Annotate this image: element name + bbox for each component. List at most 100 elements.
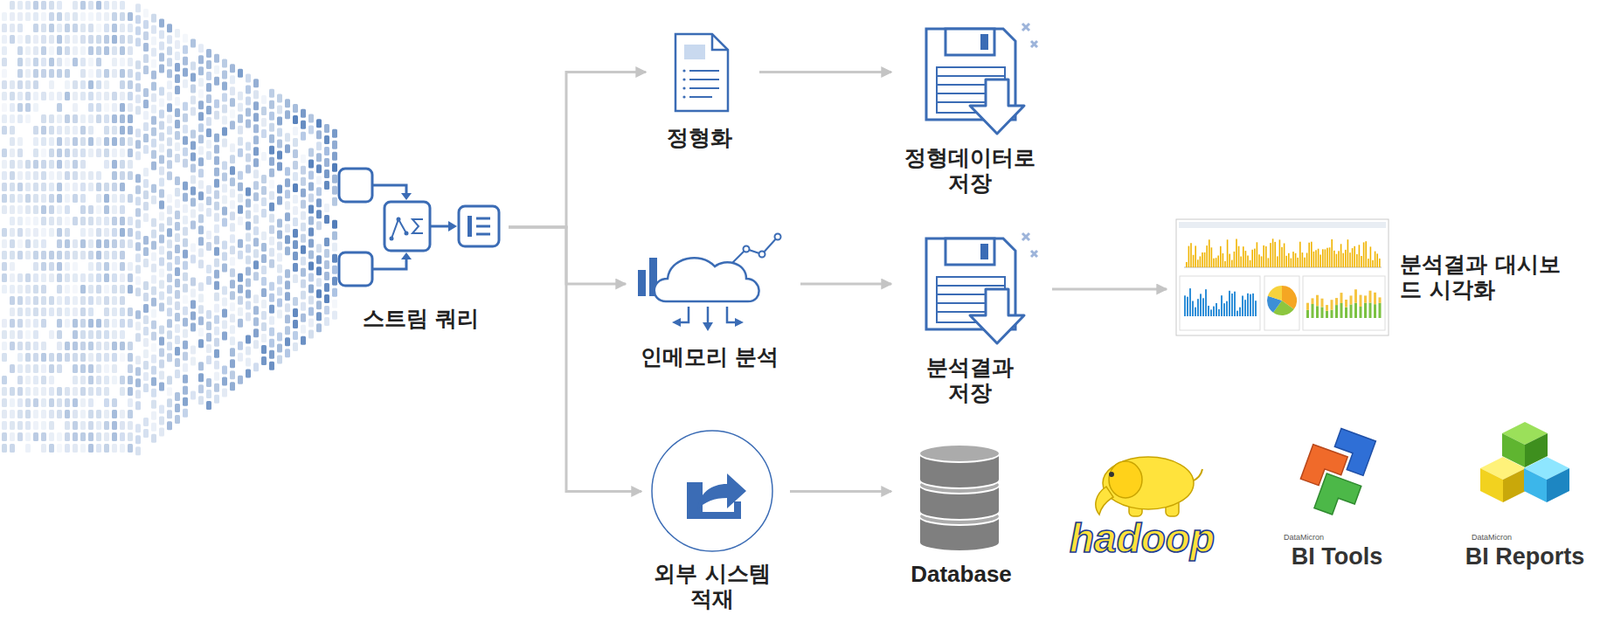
stream-cell — [166, 114, 173, 124]
stream-cell — [127, 80, 133, 90]
stream-cell — [119, 125, 125, 135]
stream-cell — [308, 216, 314, 226]
stream-cell — [80, 46, 86, 56]
stream-cell — [206, 117, 212, 126]
stream-cell — [9, 364, 15, 374]
stream-cell — [198, 361, 204, 371]
stream-cell — [48, 114, 55, 124]
stream-cell — [72, 23, 78, 33]
label-group: 정형데이터로 저장 — [900, 145, 1040, 197]
node-label: 분석결과 저장 — [921, 355, 1019, 407]
stream-cell — [72, 12, 78, 21]
stream-cell — [277, 344, 283, 354]
icon-part — [1254, 300, 1257, 317]
stream-cell — [127, 443, 133, 453]
stream-cell — [253, 294, 259, 304]
stream-cell — [33, 387, 39, 396]
stream-cell — [206, 207, 212, 217]
stream-cell — [72, 91, 78, 101]
icon-node-cloud: 인메모리 분석 — [630, 231, 789, 371]
stream-cell — [261, 311, 267, 320]
stream-cell — [253, 237, 259, 247]
stream-cell — [9, 137, 15, 146]
stream-cell — [229, 234, 236, 243]
stream-cell — [9, 239, 15, 249]
icon-part — [1191, 301, 1194, 318]
stream-cell — [1, 80, 7, 90]
label-group: 인메모리 분석 — [630, 345, 789, 371]
stream-cell — [269, 111, 275, 121]
stream-cell — [174, 221, 181, 231]
stream-cell — [33, 375, 39, 385]
stream-cell — [292, 138, 298, 147]
icon-part — [637, 270, 646, 297]
stream-cell — [64, 262, 70, 271]
stream-cell — [41, 12, 47, 21]
icon-part — [1202, 297, 1205, 317]
stream-cell — [245, 256, 251, 265]
label-group: Database — [900, 561, 1023, 589]
icon-node-doc: 정형화 — [651, 30, 748, 152]
stream-cell — [88, 421, 94, 430]
stream-cell — [198, 43, 204, 53]
stream-cell — [48, 273, 55, 283]
stream-cell — [72, 341, 78, 351]
stream-cell — [103, 375, 110, 385]
stream-cell — [17, 159, 23, 169]
stream-cell — [96, 205, 102, 215]
node-label: BI Tools — [1271, 543, 1403, 571]
stream-cell — [103, 159, 110, 169]
icon-part — [1330, 299, 1334, 311]
stream-cell — [292, 126, 298, 136]
stream-cell — [96, 273, 102, 283]
stream-cell — [159, 370, 165, 380]
stream-cell — [284, 348, 291, 358]
stream-cell — [33, 0, 39, 10]
stream-cell — [269, 316, 275, 326]
stream-cell — [72, 159, 78, 169]
stream-cell — [159, 52, 165, 62]
stream-cell — [80, 432, 86, 442]
stream-cell — [48, 91, 55, 101]
stream-cell — [190, 345, 196, 354]
stream-cell — [221, 251, 228, 261]
connector — [800, 283, 892, 286]
stream-cell — [229, 143, 236, 153]
stream-cell — [182, 102, 188, 111]
stream-cell — [143, 258, 149, 268]
stream-cell — [324, 305, 330, 315]
stream-cell — [277, 219, 283, 229]
stream-cell — [64, 296, 70, 305]
stream-cell — [111, 432, 118, 442]
stream-cell — [111, 114, 118, 124]
stream-cell — [221, 115, 228, 125]
stream-cell — [103, 398, 110, 408]
stream-cell — [159, 290, 165, 300]
stream-cell — [277, 253, 283, 263]
stream-cell — [316, 175, 322, 185]
stream-cell — [1, 69, 7, 78]
icon-part — [1184, 295, 1186, 317]
stream-cell — [174, 278, 181, 288]
stream-cell — [198, 316, 204, 326]
stream-cell — [25, 387, 31, 396]
icon-part — [775, 234, 782, 241]
stream-cell — [166, 273, 173, 283]
stream-cell — [56, 330, 63, 340]
icon-part — [1219, 246, 1222, 268]
stream-cell — [221, 126, 228, 136]
stream-cell — [198, 225, 204, 235]
stream-cell — [214, 179, 220, 188]
stream-cell — [103, 341, 110, 351]
stream-cell — [9, 318, 15, 328]
stream-cell — [80, 171, 86, 181]
stream-cell — [182, 136, 188, 146]
stream-cell — [88, 80, 94, 90]
icon-part — [1222, 253, 1225, 268]
icon-part — [1285, 256, 1288, 268]
stream-cell — [88, 398, 94, 408]
stream-cell — [174, 142, 181, 152]
icon-part — [1311, 304, 1315, 319]
stream-cell — [103, 443, 110, 453]
stream-cell — [17, 273, 23, 283]
